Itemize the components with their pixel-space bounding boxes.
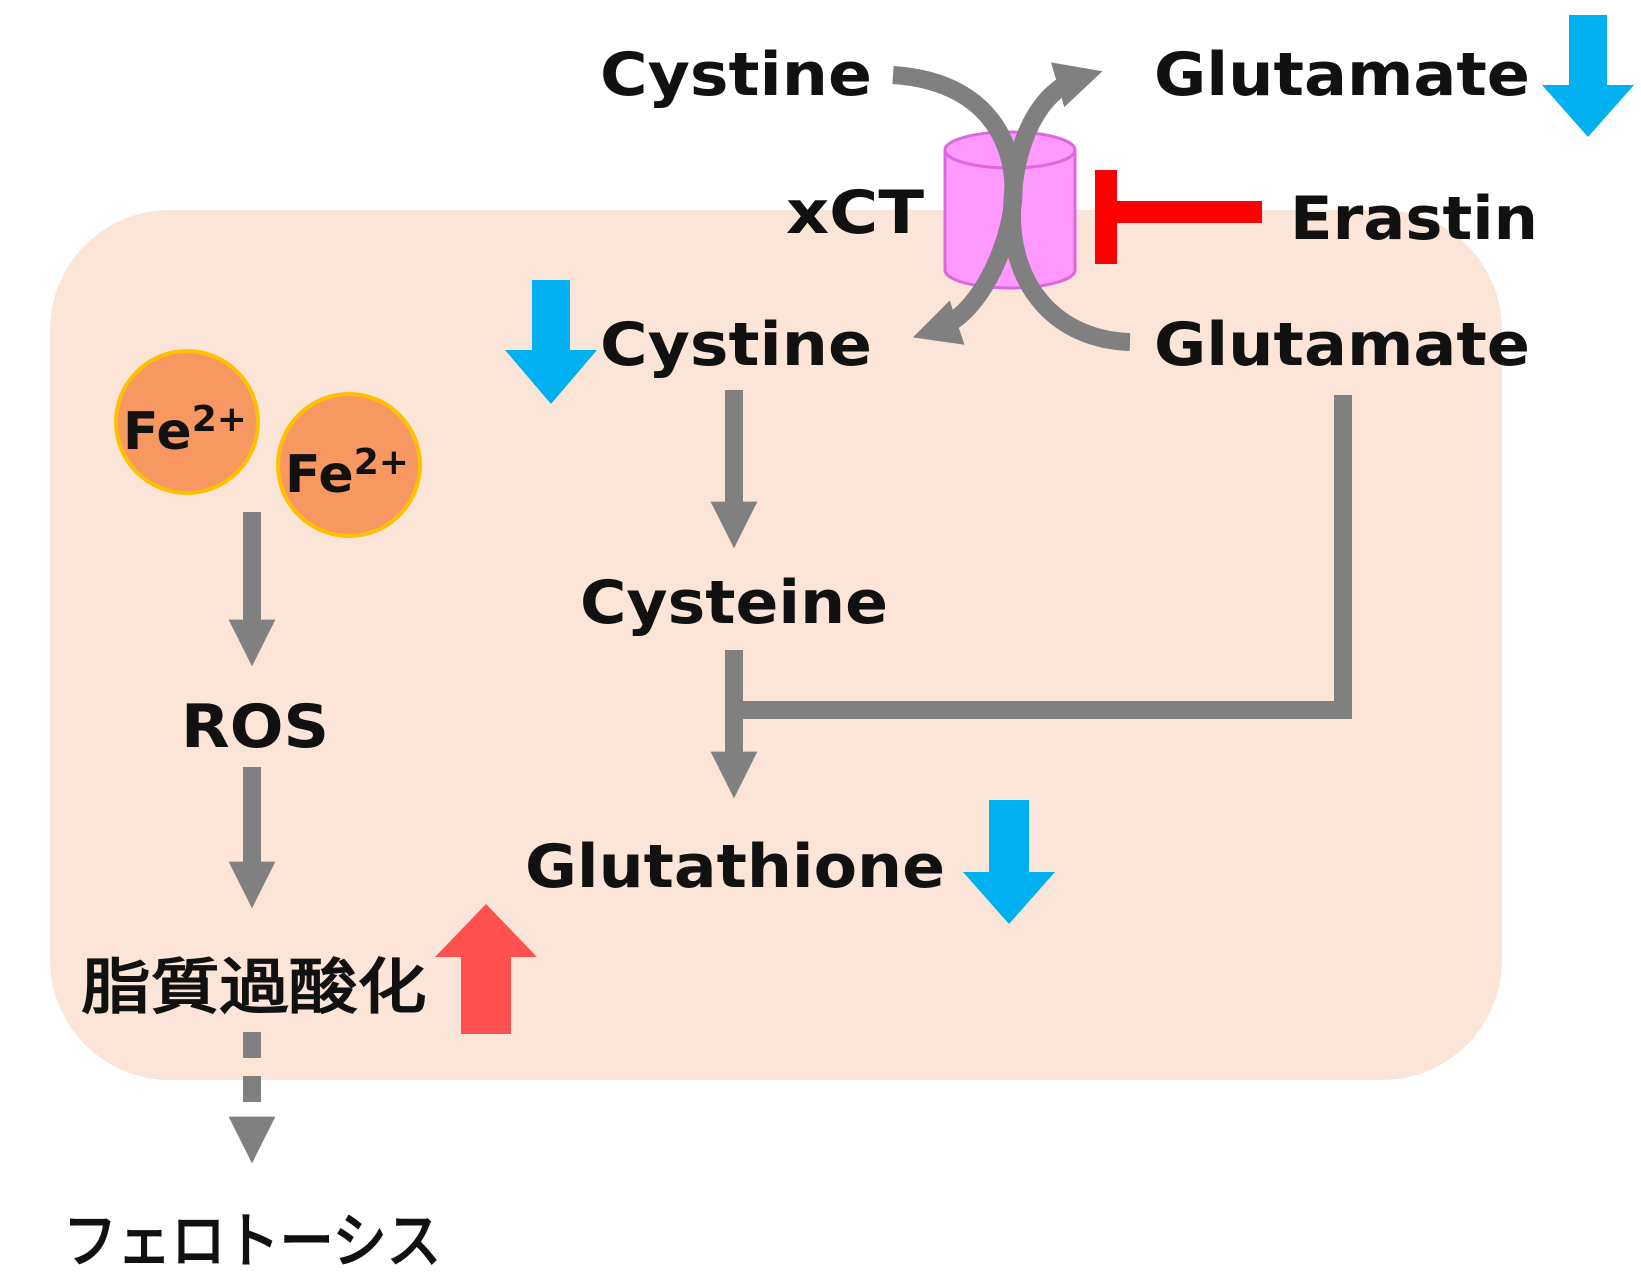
- cell-body: [50, 210, 1502, 1080]
- label-glutathione: Glutathione: [525, 832, 945, 902]
- label-xct: xCT: [786, 178, 924, 248]
- decrease-arrow-icon: [963, 800, 1055, 924]
- label-cystine-inside: Cystine: [600, 310, 872, 380]
- label-glutamate-inside: Glutamate: [1154, 310, 1530, 380]
- label-erastin: Erastin: [1290, 184, 1538, 254]
- label-ros: ROS: [181, 692, 329, 762]
- label-cysteine: Cysteine: [580, 568, 888, 638]
- iron-ion: Fe2+: [276, 392, 422, 538]
- svg-text:Fe2+: Fe2+: [285, 442, 409, 505]
- label-lipid-peroxidation: 脂質過酸化: [82, 953, 427, 1023]
- increase-arrow-icon: [435, 904, 537, 1034]
- label-cystine-outside: Cystine: [600, 40, 872, 110]
- decrease-arrow-icon: [1542, 15, 1634, 137]
- label-glutamate-outside: Glutamate: [1154, 40, 1530, 110]
- decrease-arrow-icon: [505, 280, 597, 404]
- glutamate-export-arrow: [1002, 62, 1131, 351]
- svg-text:Fe2+: Fe2+: [123, 399, 247, 462]
- glutamate-merge-line: [734, 395, 1352, 719]
- erastin-inhibition: [1095, 170, 1262, 264]
- label-ferroptosis: フェロトーシス: [63, 1207, 441, 1277]
- iron-ion: Fe2+: [114, 349, 260, 495]
